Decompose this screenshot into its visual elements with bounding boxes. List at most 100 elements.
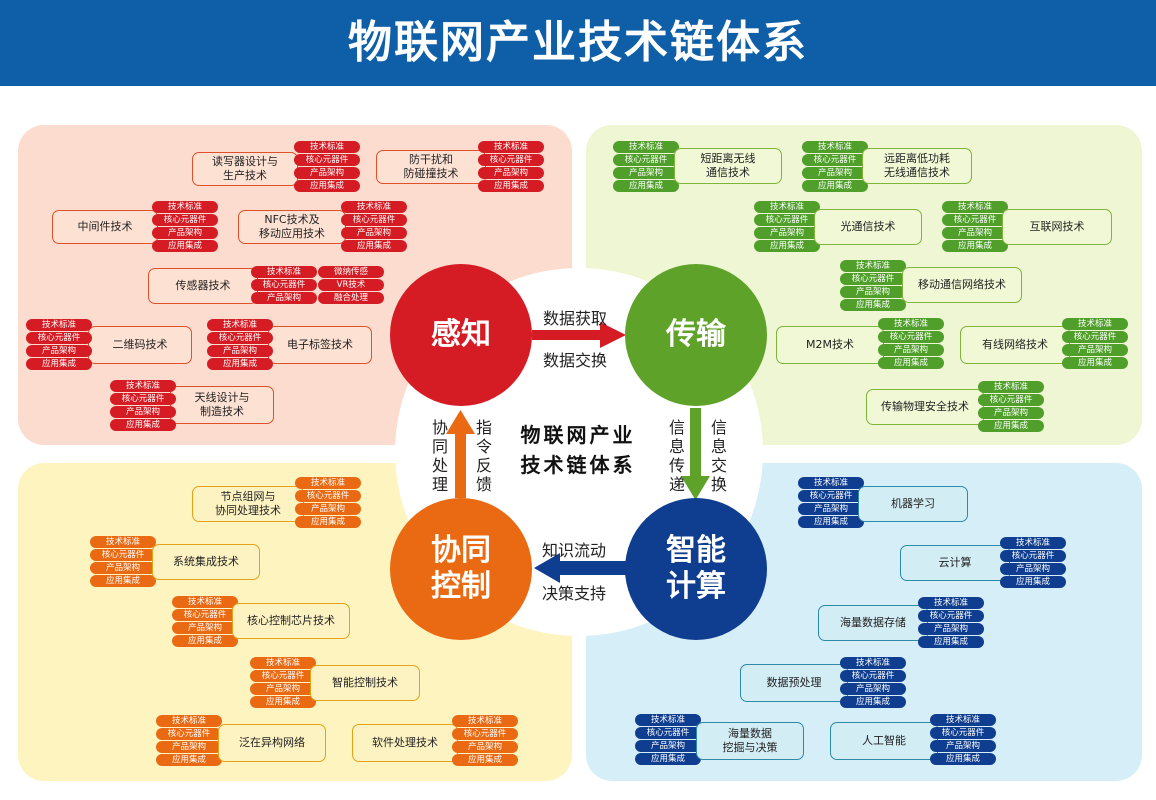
tag-label: 应用集成: [207, 358, 273, 370]
tag-label: 技术标准: [802, 141, 868, 153]
tag-stack: 技术标准核心元器件产品架构应用集成: [918, 597, 984, 648]
tag-stack: 技术标准核心元器件产品架构应用集成: [978, 381, 1044, 432]
tag-label: 核心元器件: [1062, 331, 1128, 343]
tag-label: 核心元器件: [978, 394, 1044, 406]
tag-label: 应用集成: [942, 240, 1008, 252]
tech-box: 软件处理技术: [352, 724, 458, 762]
tag-label: 技术标准: [156, 715, 222, 727]
tag-label: 核心元器件: [798, 490, 864, 502]
tech-box: 传输物理安全技术: [866, 389, 984, 425]
tech-box: 海量数据存储: [818, 605, 928, 641]
arrow-transmission-to-computing: [681, 408, 710, 500]
tech-box: 传感器技术: [148, 268, 258, 304]
tag-label: 核心元器件: [613, 154, 679, 166]
tag-label: 应用集成: [478, 180, 544, 192]
tag-label: 技术标准: [90, 536, 156, 548]
tag-label: 产品架构: [294, 167, 360, 179]
flow-label-vertical: 指令反馈: [475, 418, 492, 494]
tag-label: 核心元器件: [295, 490, 361, 502]
tag-label: 产品架构: [295, 503, 361, 515]
tag-label: 产品架构: [978, 407, 1044, 419]
tag-label: 应用集成: [802, 180, 868, 192]
tag-stack: 技术标准核心元器件产品架构应用集成: [942, 201, 1008, 252]
tag-label: 应用集成: [1062, 357, 1128, 369]
tag-label: 技术标准: [152, 201, 218, 213]
tech-box: 智能控制技术: [310, 665, 420, 701]
tag-stack: 技术标准核心元器件产品架构应用集成: [294, 141, 360, 192]
tag-label: 技术标准: [754, 201, 820, 213]
tag-label: 应用集成: [452, 754, 518, 766]
tag-label: 应用集成: [172, 635, 238, 647]
tag-label: 应用集成: [798, 516, 864, 528]
tag-label: 核心元器件: [478, 154, 544, 166]
tag-label: 核心元器件: [1000, 550, 1066, 562]
tag-label: 技术标准: [110, 380, 176, 392]
tag-stack: 技术标准核心元器件产品架构应用集成: [295, 477, 361, 528]
flow-label: 决策支持: [542, 584, 607, 603]
tag-label: 应用集成: [294, 180, 360, 192]
tag-label: 产品架构: [635, 740, 701, 752]
tag-label: 产品架构: [918, 623, 984, 635]
tag-label: 核心元器件: [930, 727, 996, 739]
tag-label: 核心元器件: [156, 728, 222, 740]
flow-label-vertical: 信息传递: [668, 418, 685, 494]
tag-label: 应用集成: [156, 754, 222, 766]
tag-stack: 技术标准核心元器件产品架构应用集成: [478, 141, 544, 192]
tag-label: 融合处理: [318, 292, 384, 304]
tag-stack: 技术标准核心元器件产品架构应用集成: [840, 657, 906, 708]
tag-label: 产品架构: [341, 227, 407, 239]
tag-label: 产品架构: [250, 683, 316, 695]
tag-label: 应用集成: [90, 575, 156, 587]
tag-label: 应用集成: [1000, 576, 1066, 588]
tag-label: 技术标准: [1000, 537, 1066, 549]
tag-label: 技术标准: [840, 657, 906, 669]
tech-box: 天线设计与 制造技术: [170, 386, 274, 424]
tag-label: 核心元器件: [251, 279, 317, 291]
tag-label: 产品架构: [798, 503, 864, 515]
tag-label: 核心元器件: [878, 331, 944, 343]
tag-label: 产品架构: [802, 167, 868, 179]
tag-label: 核心元器件: [250, 670, 316, 682]
tag-label: 技术标准: [250, 657, 316, 669]
tag-label: 产品架构: [251, 292, 317, 304]
tag-stack: 技术标准核心元器件产品架构应用集成: [341, 201, 407, 252]
tag-label: 产品架构: [110, 406, 176, 418]
tech-box: 短距离无线 通信技术: [674, 148, 782, 184]
tag-stack: 技术标准核心元器件产品架构应用集成: [172, 596, 238, 647]
tag-label: 核心元器件: [90, 549, 156, 561]
tag-label: 技术标准: [452, 715, 518, 727]
node-intelligent-computing: 智能 计算: [625, 498, 767, 640]
tag-stack: 技术标准核心元器件产品架构: [251, 266, 317, 304]
tag-stack: 技术标准核心元器件产品架构应用集成: [156, 715, 222, 766]
tech-box: 中间件技术: [52, 210, 158, 244]
page-title: 物联网产业技术链体系: [348, 17, 808, 68]
tag-label: 产品架构: [878, 344, 944, 356]
flow-label: 数据交换: [543, 351, 608, 370]
tag-label: 核心元器件: [754, 214, 820, 226]
tech-box: 远距离低功耗 无线通信技术: [862, 148, 972, 184]
tag-label: 应用集成: [635, 753, 701, 765]
tag-label: 技术标准: [918, 597, 984, 609]
tech-box: NFC技术及 移动应用技术: [238, 210, 346, 244]
tech-box: 海量数据 挖掘与决策: [696, 722, 804, 760]
node-sense: 感知: [390, 264, 532, 406]
tag-label: 产品架构: [840, 286, 906, 298]
tag-label: 产品架构: [152, 227, 218, 239]
tag-stack: 技术标准核心元器件产品架构应用集成: [250, 657, 316, 708]
arrow-computing-to-cooperative: [534, 553, 626, 583]
tag-label: 产品架构: [90, 562, 156, 574]
tag-label: 技术标准: [978, 381, 1044, 393]
tag-label: 产品架构: [172, 622, 238, 634]
tag-label: 产品架构: [942, 227, 1008, 239]
tag-label: 技术标准: [930, 714, 996, 726]
tag-label: 技术标准: [251, 266, 317, 278]
tag-stack: 技术标准核心元器件产品架构应用集成: [802, 141, 868, 192]
tech-box: 人工智能: [830, 722, 938, 760]
tag-label: 产品架构: [207, 345, 273, 357]
tag-label: 应用集成: [754, 240, 820, 252]
tag-label: 应用集成: [295, 516, 361, 528]
tag-label: 技术标准: [942, 201, 1008, 213]
tag-label: 产品架构: [840, 683, 906, 695]
